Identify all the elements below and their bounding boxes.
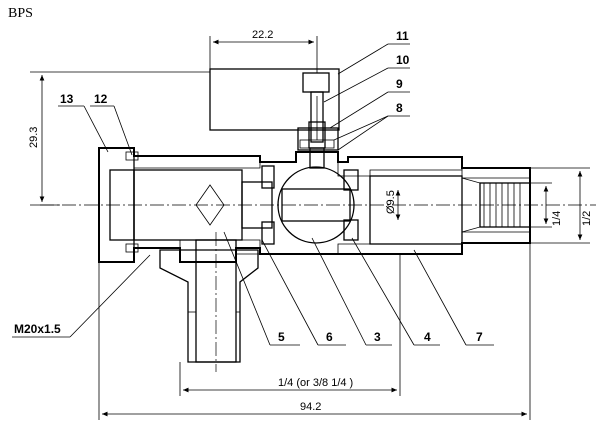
svg-text:11: 11 — [396, 29, 409, 43]
svg-text:5: 5 — [278, 330, 285, 344]
stem-tang — [309, 147, 325, 169]
outlet-thread — [479, 182, 531, 228]
body-upper-wall — [133, 155, 261, 169]
callout-10: 10 — [323, 53, 410, 103]
inlet-fitting — [159, 249, 259, 363]
body-right-upper — [337, 156, 463, 177]
dim-height: 29.3 — [28, 127, 40, 148]
callout-11: 11 — [337, 29, 410, 75]
inlet-channel — [195, 239, 237, 363]
callout-4: 4 — [351, 237, 440, 346]
stem — [310, 91, 324, 143]
handle-screw-head — [302, 72, 330, 93]
brand-label: BPS — [8, 6, 33, 21]
seal-ring-upper — [125, 151, 139, 161]
dim-outlet-b: 1/2 — [581, 211, 593, 226]
svg-text:4: 4 — [424, 330, 431, 344]
svg-text:3: 3 — [374, 330, 381, 344]
seal-ring-lower — [125, 243, 139, 253]
dim-top-width: 22.2 — [252, 29, 273, 41]
seat-right-lower — [343, 219, 359, 241]
callout-3: 3 — [311, 237, 392, 346]
seat-left-lower — [261, 221, 275, 245]
seat-left-upper — [261, 165, 275, 189]
gland-ring — [299, 139, 335, 149]
filter-mesh — [195, 184, 225, 226]
callout-8: 8 — [333, 101, 410, 151]
dim-outlet-a: 1/4 — [551, 211, 563, 226]
callout-6: 6 — [261, 239, 346, 346]
svg-text:10: 10 — [396, 53, 410, 67]
bonnet — [297, 127, 339, 151]
svg-text:7: 7 — [476, 330, 483, 344]
callout-12: 12 — [90, 92, 133, 156]
svg-text:9: 9 — [396, 77, 403, 91]
dim-inlet-thread: 1/4 (or 3/8 1/4 ) — [278, 377, 353, 389]
callout-13: 13 — [58, 92, 109, 153]
ball — [277, 166, 355, 244]
svg-text:6: 6 — [326, 330, 333, 344]
callout-5: 5 — [223, 231, 300, 346]
callout-9: 9 — [329, 77, 410, 129]
dim-overall-length: 94.2 — [300, 401, 321, 413]
handle-block — [209, 68, 340, 131]
nut-thread-label: M20x1.5 — [14, 322, 61, 336]
filter-holder — [241, 181, 273, 229]
ball-bore — [281, 188, 351, 222]
dim-bore: Ø9.5 — [385, 190, 397, 214]
svg-text:8: 8 — [396, 101, 403, 115]
callout-7: 7 — [413, 249, 494, 346]
svg-text:13: 13 — [60, 92, 74, 106]
seat-right-upper — [343, 169, 359, 191]
outlet-bore — [369, 175, 463, 245]
svg-text:12: 12 — [94, 92, 108, 106]
